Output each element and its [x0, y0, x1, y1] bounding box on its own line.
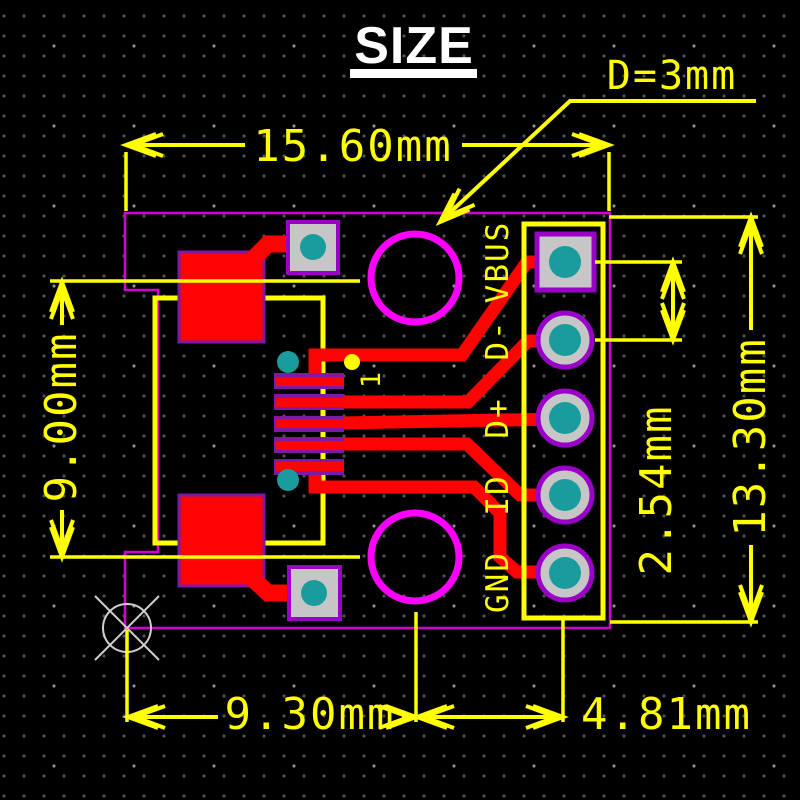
pin-copper-4 — [276, 441, 344, 450]
hole-diameter-callout: D=3mm — [430, 53, 756, 233]
hole-gnd — [549, 557, 581, 589]
pin-copper-5 — [276, 462, 344, 471]
shield-hole-top — [300, 234, 326, 260]
dim-text-top-width: 15.60mm — [253, 121, 452, 172]
hole-vbus — [549, 246, 581, 278]
dim-text-right-height: 13.30mm — [725, 337, 776, 536]
shield-pad-top — [177, 250, 266, 344]
usb-connector-pins — [274, 373, 344, 475]
shield-pads — [177, 235, 302, 602]
title-underline — [350, 69, 477, 78]
breakout-header — [521, 221, 606, 621]
shield-through-holes — [286, 220, 342, 621]
title-block: SIZE — [350, 17, 477, 78]
label-dplus: D+ — [480, 397, 516, 438]
trace-dplus — [339, 412, 561, 430]
pin-copper-2 — [276, 398, 344, 407]
hole-id — [549, 479, 581, 511]
dimension-top-width: 15.60mm — [124, 121, 611, 211]
mounting-hole-top — [367, 230, 463, 326]
page-title: SIZE — [354, 17, 474, 75]
trace-gnd — [308, 467, 560, 579]
left-dimension-extension-lines — [50, 279, 360, 559]
pin1-dot — [344, 354, 360, 370]
pin1-marker-label: 1 — [356, 372, 387, 388]
hole-dminus — [549, 324, 581, 356]
label-vbus: VBUS — [480, 221, 516, 304]
shield-hole-bottom — [301, 580, 327, 606]
board-outline — [123, 211, 612, 630]
dim-text-bottom-left: 9.30mm — [225, 689, 396, 740]
hole-dplus — [549, 402, 581, 434]
dimension-left-height: 9.00mm — [36, 280, 87, 559]
mounting-hole-bottom — [367, 509, 463, 605]
via-top — [277, 351, 299, 373]
header-silkscreen — [521, 221, 606, 621]
pin-copper-1 — [276, 377, 344, 386]
dimension-pad-pitch: 2.54mm — [595, 260, 686, 576]
label-gnd: GND — [480, 551, 516, 613]
pin-copper-3 — [276, 419, 344, 428]
shield-pad-bottom — [177, 493, 266, 588]
label-id: ID — [480, 474, 516, 515]
callout-text: D=3mm — [607, 53, 737, 99]
label-dminus: D- — [480, 319, 516, 360]
via-bottom — [277, 469, 299, 491]
dim-text-bottom-right: 4.81mm — [581, 689, 752, 740]
dim-text-left-height: 9.00mm — [36, 332, 87, 503]
dimension-bottom: 9.30mm 4.81mm — [125, 612, 752, 740]
dimension-right-height: 13.30mm — [609, 215, 776, 624]
dim-text-pad-pitch: 2.54mm — [631, 405, 682, 576]
pin-name-labels: VBUS D- D+ ID GND — [480, 221, 516, 613]
